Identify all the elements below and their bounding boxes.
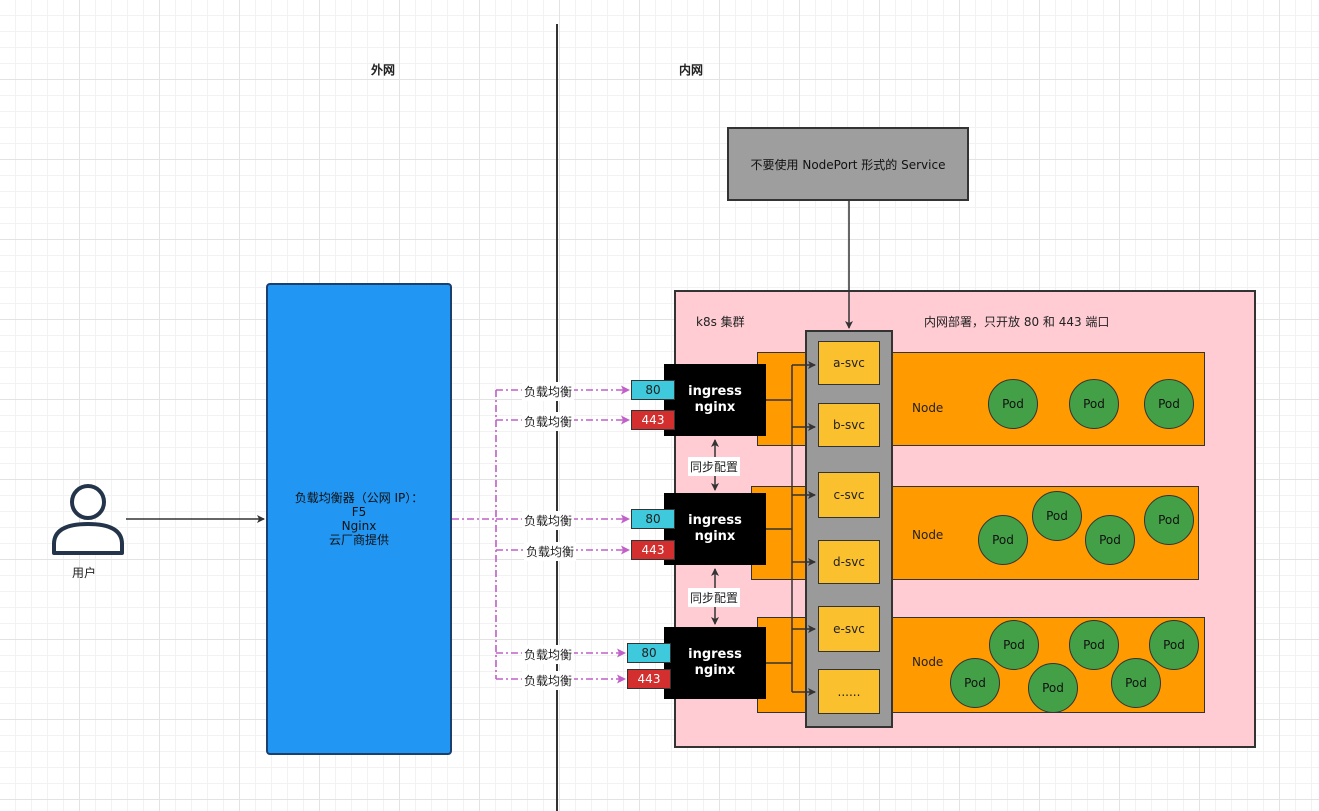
ingress-2-port-443: 443 — [631, 540, 675, 560]
node-2-label: Node — [912, 528, 944, 542]
service-c: c-svc — [818, 472, 880, 518]
cluster-label: k8s 集群 — [696, 315, 745, 329]
pod: Pod — [1028, 663, 1078, 713]
lb-edge-label: 负载均衡 — [522, 671, 575, 690]
ingress-1-port-443: 443 — [631, 410, 675, 430]
service-d: d-svc — [818, 540, 880, 584]
lb-edge-label: 负载均衡 — [522, 412, 575, 431]
pod: Pod — [950, 658, 1000, 708]
pod: Pod — [1111, 658, 1161, 708]
user-icon — [52, 484, 124, 555]
sync-config-label: 同步配置 — [688, 588, 741, 607]
pod: Pod — [1032, 491, 1082, 541]
pod: Pod — [989, 620, 1039, 670]
ingress-nginx-2: ingress nginx — [664, 493, 766, 565]
ingress-nginx-3: ingress nginx — [664, 627, 766, 699]
pod: Pod — [1149, 620, 1199, 670]
ingress-3-port-443: 443 — [627, 669, 671, 689]
cluster-note: 内网部署，只开放 80 和 443 端口 — [924, 315, 1110, 329]
pod: Pod — [1069, 620, 1119, 670]
sync-config-label: 同步配置 — [688, 457, 741, 476]
nodeport-warning-note: 不要使用 NodePort 形式的 Service — [727, 127, 969, 201]
pod: Pod — [1069, 379, 1119, 429]
pod: Pod — [1144, 495, 1194, 545]
pod: Pod — [1144, 379, 1194, 429]
ingress-1-port-80: 80 — [631, 380, 675, 400]
lb-edge-label: 负载均衡 — [522, 645, 575, 664]
service-a: a-svc — [818, 341, 880, 385]
node-1-label: Node — [912, 401, 944, 415]
lb-edge-label: 负载均衡 — [524, 542, 577, 561]
load-balancer: 负载均衡器（公网 IP）： F5 Nginx 云厂商提供 — [266, 283, 452, 755]
service-more: ...... — [818, 669, 880, 714]
ingress-2-port-80: 80 — [631, 509, 675, 529]
pod: Pod — [988, 379, 1038, 429]
lb-edge-label: 负载均衡 — [522, 382, 575, 401]
user-label: 用户 — [72, 566, 97, 580]
node-3-label: Node — [912, 655, 944, 669]
pod: Pod — [1085, 515, 1135, 565]
service-column — [805, 330, 893, 728]
internal-zone-title: 内网 — [679, 63, 704, 77]
service-e: e-svc — [818, 606, 880, 652]
ingress-3-port-80: 80 — [627, 643, 671, 663]
lb-edge-label: 负载均衡 — [522, 511, 575, 530]
service-b: b-svc — [818, 403, 880, 447]
external-zone-title: 外网 — [371, 63, 396, 77]
pod: Pod — [978, 515, 1028, 565]
ingress-nginx-1: ingress nginx — [664, 364, 766, 436]
